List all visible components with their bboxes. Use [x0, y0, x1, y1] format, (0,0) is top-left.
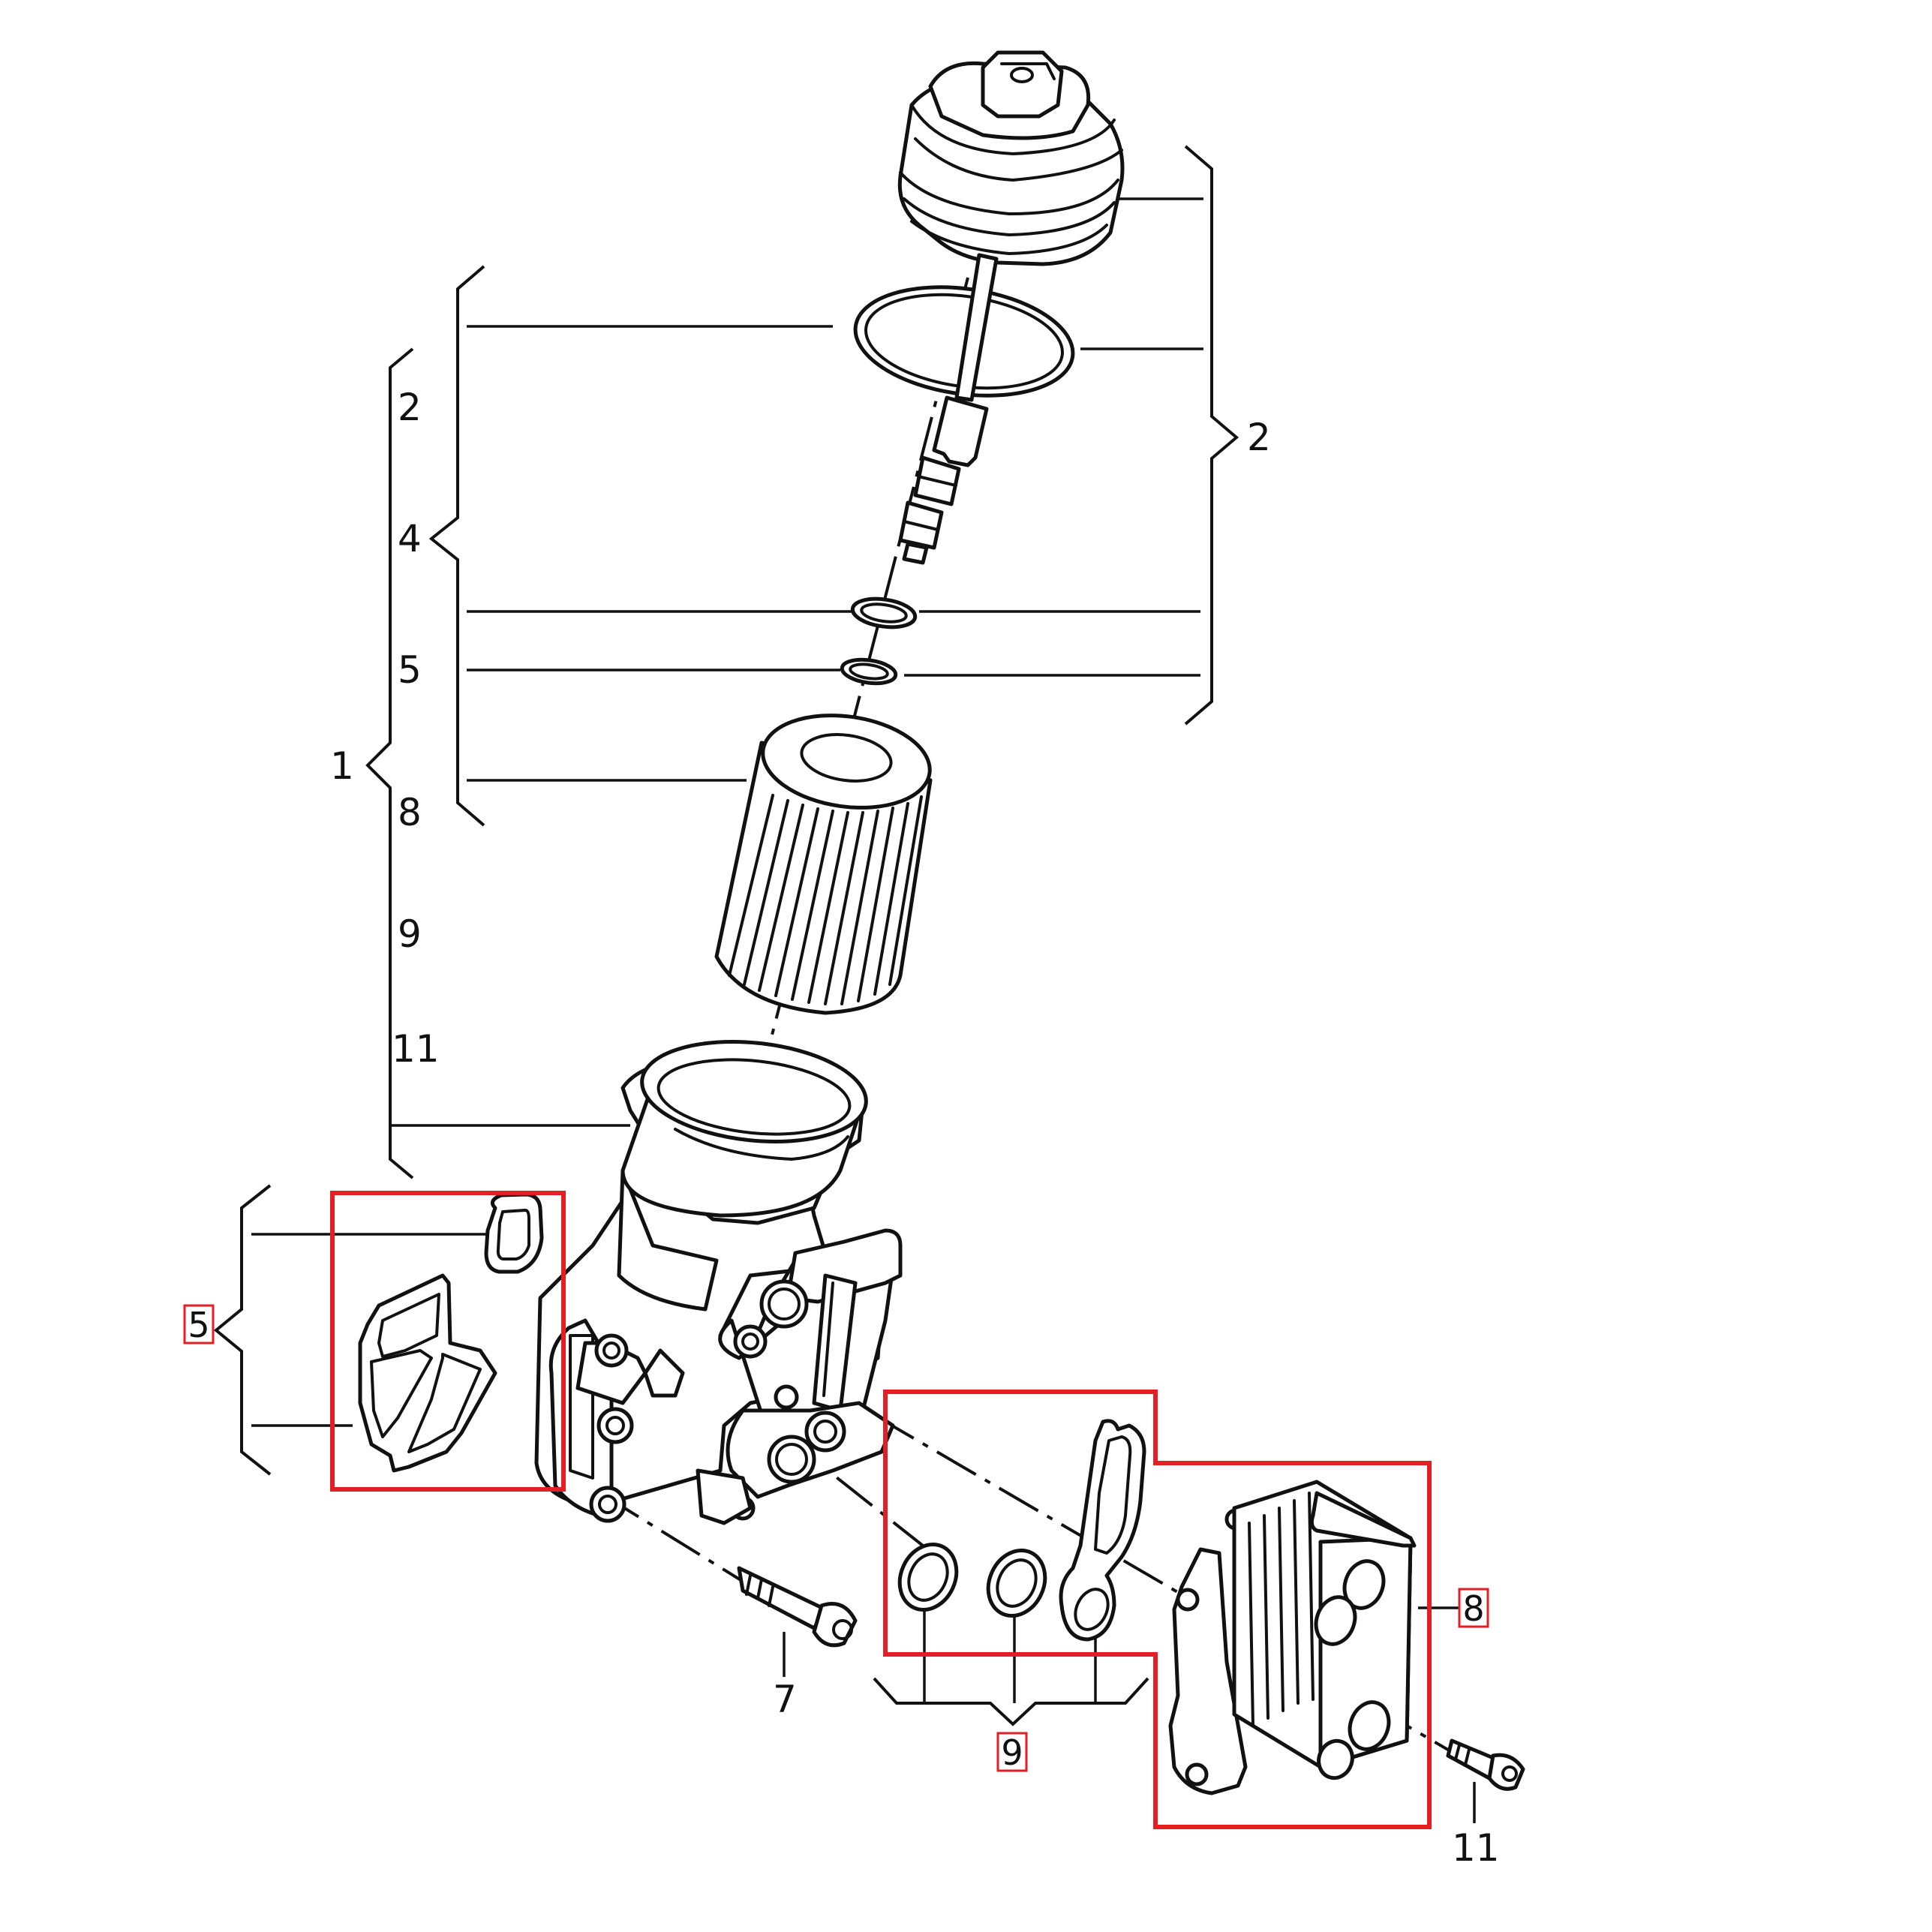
small-housing-gasket — [484, 1192, 544, 1274]
oil-cooler — [1168, 1480, 1417, 1795]
oil-filter-element — [714, 714, 933, 1015]
small-seal-lower — [840, 657, 898, 686]
label-part-8-highlighted: 8 — [1458, 1588, 1489, 1629]
label-group-1-item: 2 — [398, 386, 422, 429]
label-group-5-highlighted: 5 — [183, 1304, 215, 1345]
label-group-1-item: 9 — [398, 912, 422, 956]
svg-text:1: 1 — [330, 744, 354, 788]
cooler-seals — [897, 1419, 1146, 1642]
cooler-seal-2 — [986, 1548, 1047, 1618]
filter-housing-cap — [897, 50, 1125, 266]
group-5-brace — [213, 1184, 488, 1476]
group-1-brace — [365, 347, 630, 1179]
large-housing-gasket — [358, 1273, 497, 1473]
highlight-box-cooler-set — [883, 1390, 1432, 1829]
cooler-bolt — [1446, 1738, 1525, 1791]
housing-filter-cup — [620, 1039, 868, 1218]
svg-text:5: 5 — [188, 1305, 209, 1345]
label-part-11: 11 — [1452, 1826, 1500, 1870]
assembly-axis-filter — [741, 277, 969, 1149]
label-group-1: 1 — [330, 744, 354, 788]
small-seal-upper — [850, 596, 918, 629]
assembly-axis-bolt — [599, 1492, 759, 1592]
label-group-1-item: 4 — [398, 517, 422, 560]
label-group-1-item: 5 — [398, 648, 422, 692]
label-group-1-item: 8 — [398, 791, 422, 834]
cooler-seal-3-long — [1059, 1419, 1146, 1642]
filter-pleats — [728, 794, 923, 1005]
dipstick-pin — [898, 253, 999, 565]
svg-text:8: 8 — [1462, 1588, 1484, 1629]
label-group-2: 2 — [1247, 416, 1271, 459]
group-4-brace — [428, 265, 852, 827]
mounting-bolt — [737, 1566, 858, 1648]
highlight-box-gasket — [330, 1191, 566, 1492]
label-part-7: 7 — [773, 1678, 797, 1721]
label-group-1-list: 2 4 5 8 9 11 — [392, 386, 440, 1071]
housing-gasket-set — [358, 1192, 544, 1473]
oil-filter-housing — [534, 1056, 903, 1525]
label-group-1-item: 11 — [392, 1027, 440, 1071]
label-part-9-highlighted: 9 — [996, 1732, 1028, 1773]
group-2-brace — [904, 145, 1239, 726]
svg-text:9: 9 — [1001, 1732, 1023, 1773]
cooler-seal-1 — [897, 1542, 959, 1612]
